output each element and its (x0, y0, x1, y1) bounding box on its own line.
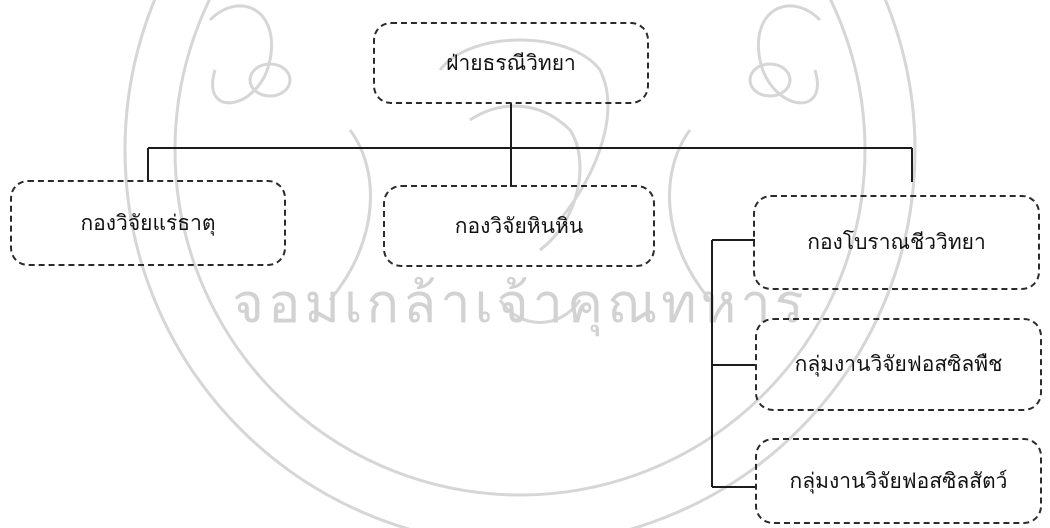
node-child-1-label: กองวิจัยแร่ธาตุ (80, 207, 215, 240)
node-sub-1-label: กลุ่มงานวิจัยฟอสซิลพืช (795, 348, 1003, 381)
node-child-2-label: กองวิจัยหินหิน (455, 210, 583, 243)
node-sub-2: กลุ่มงานวิจัยฟอสซิลสัตว์ (755, 438, 1042, 524)
node-sub-1: กลุ่มงานวิจัยฟอสซิลพืช (755, 318, 1042, 411)
node-child-2: กองวิจัยหินหิน (383, 185, 655, 267)
node-root-label: ฝ่ายธรณีวิทยา (446, 47, 576, 80)
node-root: ฝ่ายธรณีวิทยา (373, 22, 649, 104)
node-sub-2-label: กลุ่มงานวิจัยฟอสซิลสัตว์ (790, 465, 1008, 498)
node-child-3: กองโบราณชีววิทยา (753, 195, 1040, 290)
node-child-1: กองวิจัยแร่ธาตุ (10, 180, 286, 266)
node-child-3-label: กองโบราณชีววิทยา (807, 226, 986, 259)
